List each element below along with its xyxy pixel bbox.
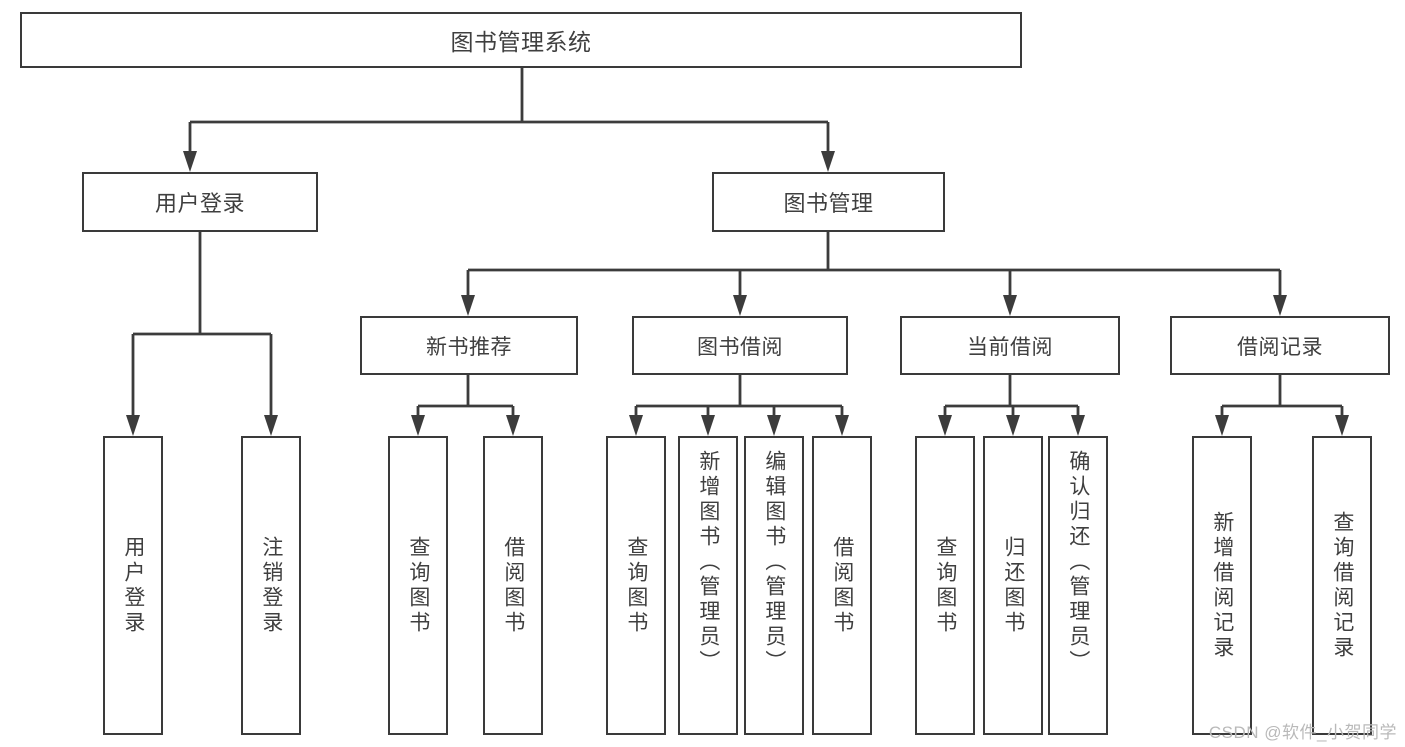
arrow-head-icon-group-new-book-recommend-1 <box>506 415 520 436</box>
arrow-head-icon-book-manage-2 <box>1003 295 1017 316</box>
node-leaf-return-book-label: 归还图书 <box>1001 535 1025 636</box>
arrow-head-icon-group-current-borrow-0 <box>938 415 952 436</box>
node-leaf-return-book[interactable]: 归还图书 <box>983 436 1043 735</box>
node-leaf-query-borrow-record[interactable]: 查询借阅记录 <box>1312 436 1372 735</box>
node-leaf-query-borrow-record-label: 查询借阅记录 <box>1330 510 1354 661</box>
node-current-borrow[interactable]: 当前借阅 <box>900 316 1120 375</box>
arrow-head-icon-group-book-borrow-1 <box>701 415 715 436</box>
arrow-head-icon-user-login-0 <box>126 415 140 436</box>
node-leaf-borrow-book-rec[interactable]: 借阅图书 <box>483 436 543 735</box>
node-book-borrow-label: 图书借阅 <box>697 335 783 359</box>
node-leaf-query-book[interactable]: 查询图书 <box>606 436 666 735</box>
node-leaf-user-login-label: 用户登录 <box>121 535 145 636</box>
node-book-borrow[interactable]: 图书借阅 <box>632 316 848 375</box>
node-leaf-add-book-admin[interactable]: 新增图书（管理员） <box>678 436 738 735</box>
node-new-book-recommend[interactable]: 新书推荐 <box>360 316 578 375</box>
node-leaf-query-book-rec[interactable]: 查询图书 <box>388 436 448 735</box>
node-leaf-user-logout-label: 注销登录 <box>259 535 283 636</box>
node-new-book-recommend-label: 新书推荐 <box>426 335 512 359</box>
node-root-label: 图书管理系统 <box>450 29 592 55</box>
node-root[interactable]: 图书管理系统 <box>20 12 1022 68</box>
arrow-head-icon-root-0 <box>183 151 197 172</box>
node-book-manage[interactable]: 图书管理 <box>712 172 945 232</box>
node-leaf-borrow-book[interactable]: 借阅图书 <box>812 436 872 735</box>
node-leaf-query-book-rec-label: 查询图书 <box>406 535 430 636</box>
node-user-login-label: 用户登录 <box>154 191 245 216</box>
node-leaf-edit-book-admin[interactable]: 编辑图书（管理员） <box>744 436 804 735</box>
node-leaf-add-borrow-record-label: 新增借阅记录 <box>1210 510 1234 661</box>
watermark: CSDN @软件_小贺同学 <box>1208 723 1397 742</box>
arrow-head-icon-group-borrow-record-1 <box>1335 415 1349 436</box>
node-book-manage-label: 图书管理 <box>783 191 874 216</box>
arrow-head-icon-user-login-1 <box>264 415 278 436</box>
arrow-head-icon-group-borrow-record-0 <box>1215 415 1229 436</box>
node-leaf-query-book-cur[interactable]: 查询图书 <box>915 436 975 735</box>
node-leaf-user-login[interactable]: 用户登录 <box>103 436 163 735</box>
arrow-head-icon-book-manage-3 <box>1273 295 1287 316</box>
arrow-head-icon-group-book-borrow-2 <box>767 415 781 436</box>
node-leaf-query-book-cur-label: 查询图书 <box>933 535 957 636</box>
node-leaf-add-borrow-record[interactable]: 新增借阅记录 <box>1192 436 1252 735</box>
arrow-head-icon-group-current-borrow-2 <box>1071 415 1085 436</box>
node-leaf-user-logout[interactable]: 注销登录 <box>241 436 301 735</box>
node-borrow-record-label: 借阅记录 <box>1237 335 1323 359</box>
arrow-head-icon-root-1 <box>821 151 835 172</box>
node-borrow-record[interactable]: 借阅记录 <box>1170 316 1390 375</box>
node-current-borrow-label: 当前借阅 <box>967 335 1053 359</box>
node-leaf-confirm-return-admin-label: 确认归还（管理员） <box>1066 450 1090 675</box>
arrow-head-icon-group-current-borrow-1 <box>1006 415 1020 436</box>
arrow-head-icon-group-book-borrow-0 <box>629 415 643 436</box>
arrow-head-icon-group-new-book-recommend-0 <box>411 415 425 436</box>
node-leaf-borrow-book-rec-label: 借阅图书 <box>501 535 525 636</box>
arrow-head-icon-group-book-borrow-3 <box>835 415 849 436</box>
node-leaf-borrow-book-label: 借阅图书 <box>830 535 854 636</box>
node-leaf-add-book-admin-label: 新增图书（管理员） <box>696 450 720 675</box>
node-leaf-confirm-return-admin[interactable]: 确认归还（管理员） <box>1048 436 1108 735</box>
arrow-head-icon-book-manage-0 <box>461 295 475 316</box>
node-leaf-edit-book-admin-label: 编辑图书（管理员） <box>762 450 786 675</box>
node-user-login[interactable]: 用户登录 <box>82 172 318 232</box>
node-leaf-query-book-label: 查询图书 <box>624 535 648 636</box>
arrow-head-icon-book-manage-1 <box>733 295 747 316</box>
